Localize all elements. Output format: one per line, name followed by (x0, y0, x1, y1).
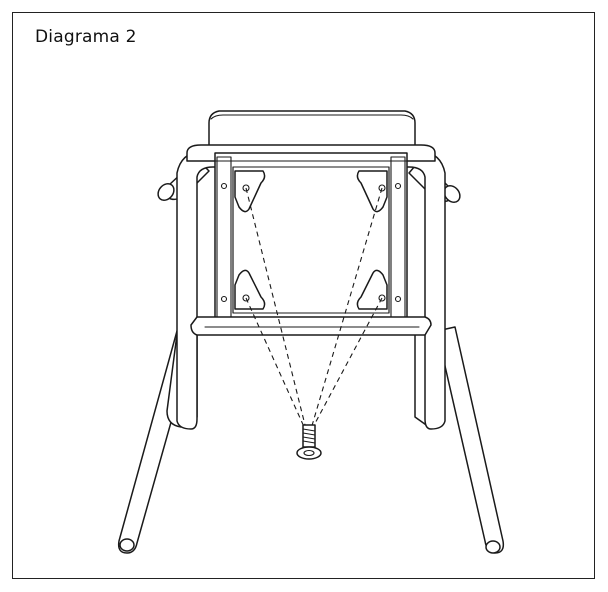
corner-bracket-bottom-right (356, 269, 388, 310)
right-frame-tube (400, 150, 446, 430)
corner-bracket-top-right (356, 170, 388, 213)
rail-hole-icon (394, 295, 402, 303)
bottom-crossbar (190, 316, 432, 336)
diagram-title: Diagrama 2 (35, 27, 137, 47)
left-frame-tube (176, 150, 222, 430)
corner-bracket-top-left (234, 170, 266, 213)
seat-top-edge (208, 110, 416, 150)
stool-assembly-illustration (117, 110, 505, 554)
rail-hole-icon (220, 295, 228, 303)
screw-guide-lines (245, 187, 383, 430)
screw-icon (296, 424, 322, 460)
diagram-frame: Diagrama 2 (12, 12, 595, 579)
rail-hole-icon (394, 182, 402, 190)
corner-bracket-bottom-left (234, 269, 266, 310)
rail-hole-icon (220, 182, 228, 190)
